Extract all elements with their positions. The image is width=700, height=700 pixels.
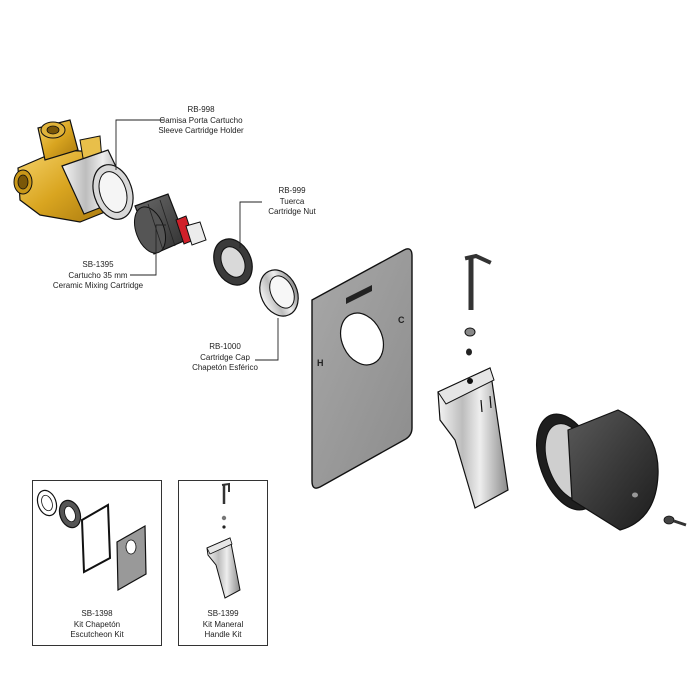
label-cartridge-cap: RB-1000 Cartridge Cap Chapetón Esférico bbox=[180, 342, 270, 374]
part-code: RB-998 bbox=[187, 105, 215, 114]
part-name-en: Cartridge Nut bbox=[268, 207, 316, 216]
screw-bushing bbox=[466, 348, 472, 356]
ceramic-cartridge bbox=[133, 193, 207, 255]
part-name-en: Cartridge Cap bbox=[200, 352, 250, 362]
kit-code: SB-1398 bbox=[81, 609, 113, 618]
cartridge-cap bbox=[259, 269, 299, 317]
handle-kit-box bbox=[178, 480, 268, 646]
kit-code: SB-1399 bbox=[207, 609, 239, 618]
part-code: RB-999 bbox=[278, 186, 306, 195]
kit-name-es: Kit Chapetón bbox=[73, 619, 121, 629]
dome-cap bbox=[536, 409, 659, 531]
cartridge-nut bbox=[213, 238, 253, 286]
grub-screw bbox=[464, 327, 476, 337]
mounting-screw bbox=[663, 515, 687, 527]
part-code: SB-1395 bbox=[82, 260, 114, 269]
part-code: RB-1000 bbox=[209, 342, 241, 351]
part-name-en: Sleeve Cartridge Holder bbox=[158, 126, 244, 135]
label-cartridge-nut: RB-999 Tuerca Cartridge Nut bbox=[252, 186, 332, 218]
label-handle-kit: SB-1399 Kit Maneral Handle Kit bbox=[178, 609, 268, 641]
cold-mark: C bbox=[398, 315, 405, 325]
kit-name-es: Kit Maneral bbox=[202, 619, 244, 629]
allen-key bbox=[464, 253, 492, 310]
label-ceramic-cartridge: SB-1395 Cartucho 35 mm Ceramic Mixing Ca… bbox=[42, 260, 154, 292]
part-name-en: Ceramic Mixing Cartridge bbox=[52, 281, 144, 290]
label-escutcheon-kit: SB-1398 Kit Chapetón Escutcheon Kit bbox=[32, 609, 162, 641]
part-name-es: Chapetón Esférico bbox=[192, 363, 258, 372]
leader-lines bbox=[115, 119, 279, 361]
part-name-es: Camisa Porta Cartucho bbox=[159, 115, 243, 125]
sleeve-cartridge-holder bbox=[61, 149, 134, 220]
escutcheon-kit-box bbox=[32, 480, 162, 646]
hot-mark: H bbox=[317, 358, 324, 368]
handle-kit-art bbox=[206, 482, 241, 599]
escutcheon-kit-art bbox=[36, 489, 147, 592]
part-name-es: Cartucho 35 mm bbox=[68, 270, 128, 280]
lever-handle bbox=[437, 367, 509, 509]
part-name-es: Tuerca bbox=[279, 196, 305, 206]
kit-name-en: Handle Kit bbox=[204, 630, 242, 639]
label-sleeve-holder: RB-998 Camisa Porta Cartucho Sleeve Cart… bbox=[140, 105, 262, 137]
escutcheon-plate bbox=[311, 248, 413, 489]
kit-name-en: Escutcheon Kit bbox=[70, 630, 124, 639]
